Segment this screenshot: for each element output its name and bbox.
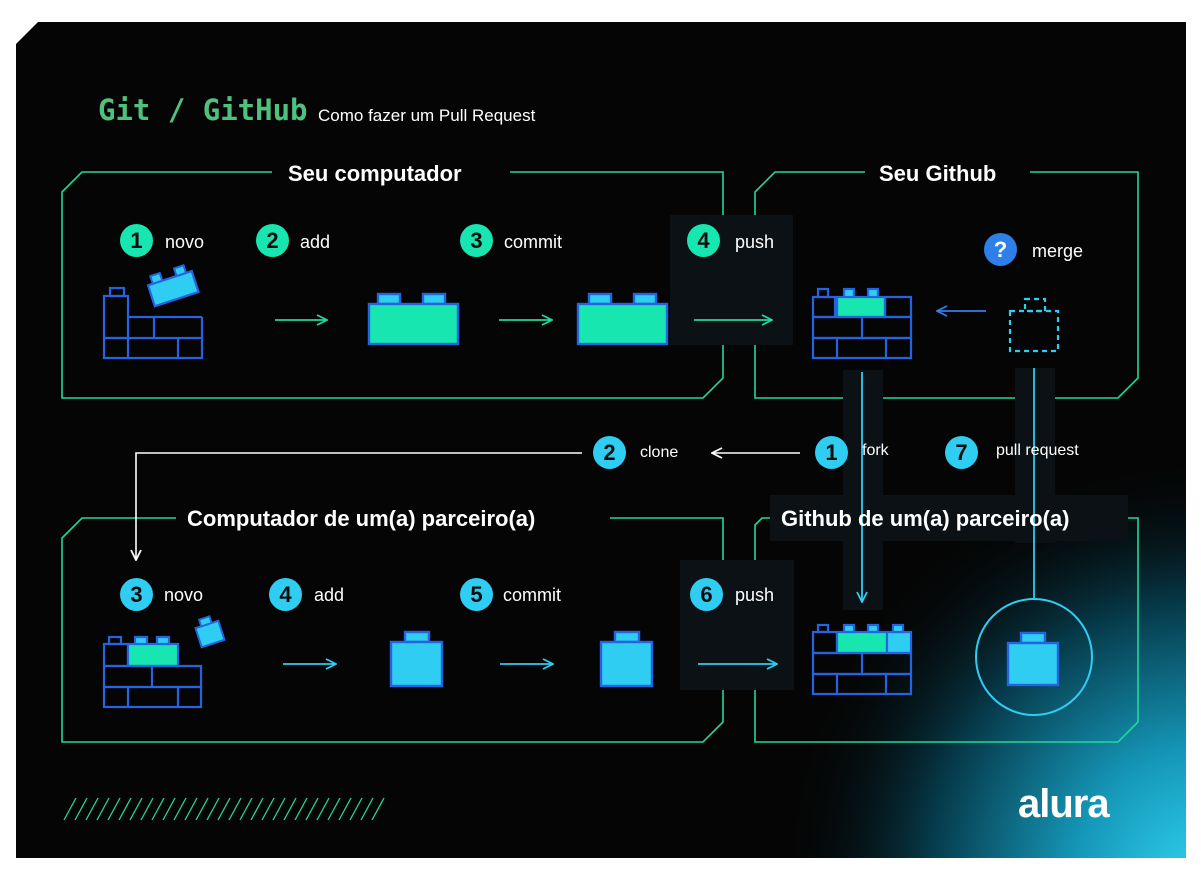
hatch-stroke <box>316 797 330 821</box>
hatch-stroke <box>151 797 165 821</box>
step-badge-partner-novo: 3 <box>120 578 153 611</box>
merge-placeholder-block <box>1008 297 1060 353</box>
arrow-clone-to-partner <box>136 452 582 560</box>
step-label-add: add <box>300 232 331 252</box>
step-badge-novo: 1 <box>120 224 153 257</box>
hatch-stroke <box>261 797 275 821</box>
hatch-stroke <box>96 797 110 821</box>
step-badge-push: 4 <box>687 224 720 257</box>
page-title: Git / GitHub <box>98 93 308 127</box>
hatch-stroke <box>283 797 297 821</box>
top-novo-brick <box>102 286 204 360</box>
hatch-stroke <box>85 797 99 821</box>
step-badge-merge: ? <box>984 233 1017 266</box>
step-badge-clone: 2 <box>593 436 626 469</box>
hatch-stroke <box>162 797 176 821</box>
step-badge-add: 2 <box>256 224 289 257</box>
hatch-stroke <box>129 797 143 821</box>
hatch-stroke <box>360 797 374 821</box>
hatch-stroke <box>173 797 187 821</box>
panel-frame-partner-github <box>754 517 1139 743</box>
step-label-clone: clone <box>640 444 679 461</box>
hatch-stroke <box>184 797 198 821</box>
hatch-stroke <box>63 797 77 821</box>
step-badge-fork: 1 <box>815 436 848 469</box>
bottom-novo-brick <box>102 635 203 709</box>
hatch-stroke <box>371 797 385 821</box>
step-badge-commit: 3 <box>460 224 493 257</box>
pull-request-block <box>1006 631 1060 687</box>
step-badge-partner-add: 4 <box>269 578 302 611</box>
hatch-stroke <box>140 797 154 821</box>
panel-title-partner-github: Github de um(a) parceiro(a) <box>781 506 1070 531</box>
hatch-stroke <box>239 797 253 821</box>
panel-title-your-computer: Seu computador <box>288 161 462 186</box>
hatch-stroke <box>272 797 286 821</box>
panel-frame-your-github <box>754 171 1139 399</box>
step-label-commit: commit <box>504 232 562 252</box>
hatch-stroke <box>305 797 319 821</box>
hatch-stroke <box>294 797 308 821</box>
decorative-hatch <box>63 797 385 821</box>
pull-request-circle <box>975 598 1093 716</box>
hatch-stroke <box>206 797 220 821</box>
top-commit-block <box>576 292 669 346</box>
panel-title-partner-computer: Computador de um(a) parceiro(a) <box>187 506 536 531</box>
hatch-stroke <box>118 797 132 821</box>
hatch-stroke <box>327 797 341 821</box>
page-subtitle: Como fazer um Pull Request <box>318 106 536 125</box>
step-badge-partner-commit: 5 <box>460 578 493 611</box>
alura-logo: alura <box>1018 782 1110 826</box>
step-label-push: push <box>735 232 775 252</box>
step-label-novo: novo <box>165 232 205 252</box>
bottom-commit-block <box>599 630 654 688</box>
step-label-partner-add: add <box>314 585 345 605</box>
step-badge-partner-push: 6 <box>690 578 723 611</box>
step-label-partner-push: push <box>735 585 775 605</box>
hatch-stroke <box>349 797 363 821</box>
bottom-novo-floating-block <box>194 615 226 649</box>
top-add-block <box>367 292 460 346</box>
hatch-stroke <box>195 797 209 821</box>
seu-github-brick <box>811 287 913 360</box>
top-novo-floating-block <box>146 264 200 308</box>
partner-github-brick <box>811 623 913 696</box>
step-label-merge: merge <box>1032 241 1084 261</box>
step-label-fork: fork <box>862 442 889 459</box>
bottom-add-block <box>389 630 444 688</box>
hatch-stroke <box>107 797 121 821</box>
hatch-stroke <box>217 797 231 821</box>
step-label-partner-novo: novo <box>164 585 204 605</box>
hatch-stroke <box>250 797 264 821</box>
step-badge-pull-request: 7 <box>945 436 978 469</box>
hatch-stroke <box>228 797 242 821</box>
step-label-partner-commit: commit <box>503 585 561 605</box>
fork-connector-band <box>843 370 883 610</box>
github-title-plate <box>770 495 1128 541</box>
hatch-stroke <box>338 797 352 821</box>
panel-title-your-github: Seu Github <box>879 161 997 186</box>
step-label-pull-request: pull request <box>996 442 1079 459</box>
hatch-stroke <box>74 797 88 821</box>
panel-frame-your-computer <box>61 171 724 399</box>
panel-frame-partner-computer <box>61 517 724 743</box>
